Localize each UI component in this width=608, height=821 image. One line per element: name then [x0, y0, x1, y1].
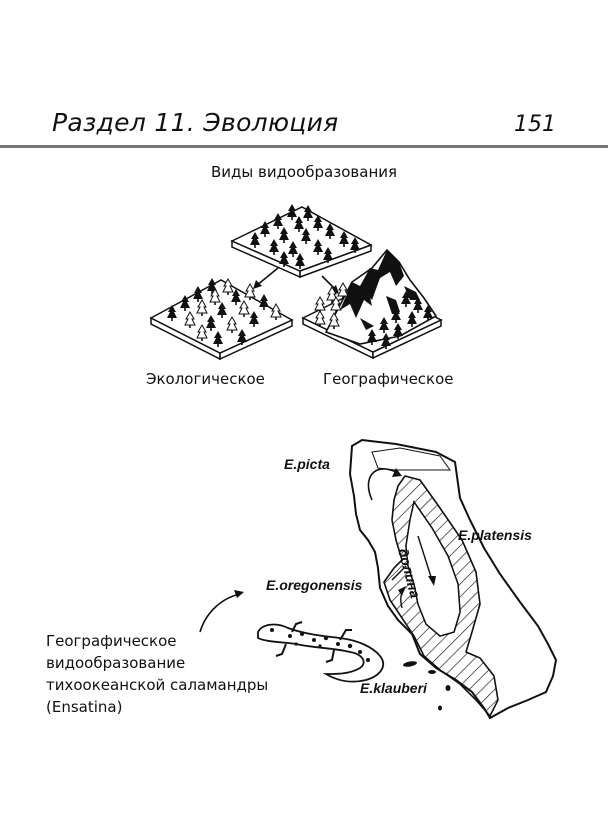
caption-pointer-arrow	[199, 590, 244, 633]
section-title: Раздел 11. Эволюция	[52, 108, 339, 137]
species-label-platensis: E.platensis	[458, 527, 532, 543]
speciation-title: Виды видообразования	[210, 163, 398, 181]
migration-arrow-coast	[391, 565, 407, 609]
caption-line: Географическое	[46, 632, 177, 650]
species-label-picta: E.picta	[284, 456, 330, 472]
forest-tile-top	[230, 204, 373, 279]
header-rule	[0, 145, 608, 148]
california-map	[348, 438, 558, 720]
salamander-icon	[257, 621, 385, 683]
caption-line: (Ensatina)	[46, 698, 123, 716]
geographic-label: Географическое	[323, 370, 454, 388]
forest-tile-geographic	[301, 248, 443, 360]
ecological-label: Экологическое	[146, 370, 265, 388]
migration-arrow-north	[367, 468, 402, 501]
salamander-caption: Географическое видообразование тихоокеан…	[46, 630, 268, 718]
caption-line: тихоокеанской саламандры	[46, 676, 269, 694]
page-number: 151	[514, 112, 556, 137]
caption-line: видообразование	[46, 654, 186, 672]
migration-arrow-inner	[417, 535, 436, 586]
forest-tile-ecological	[149, 278, 294, 361]
arrow-to-ecological	[253, 267, 279, 289]
species-label-klauberi: E.klauberi	[360, 680, 428, 696]
species-label-oregonensis: E.oregonensis	[266, 577, 363, 593]
